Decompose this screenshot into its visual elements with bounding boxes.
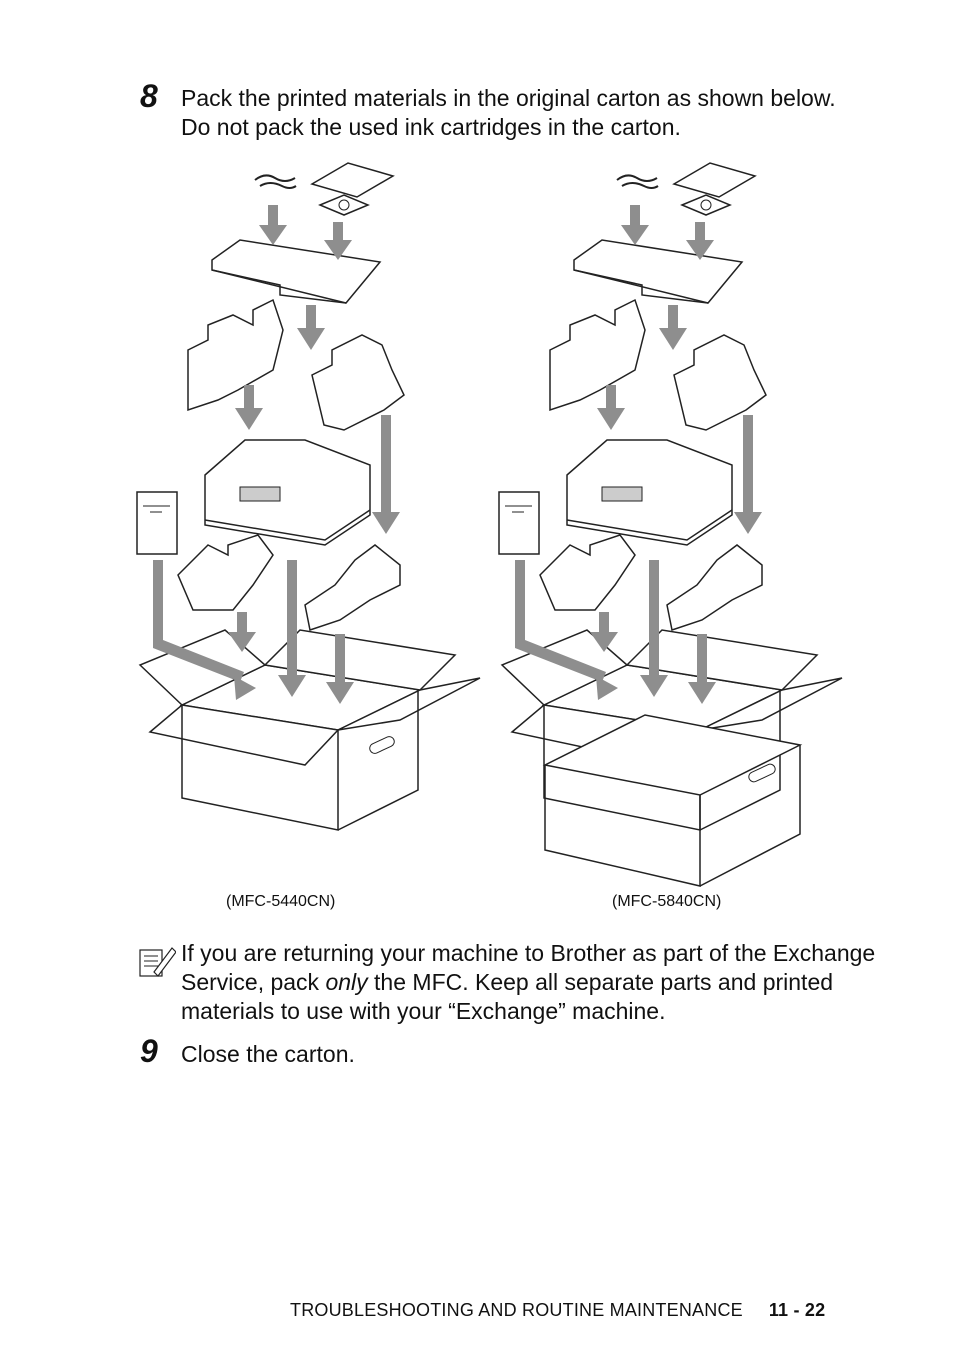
footer-page-number: 11 - 22 xyxy=(768,1300,826,1320)
exchange-service-note: If you are returning your machine to Bro… xyxy=(181,939,901,1026)
note-text-part-1: If you are returning your machine to Bro… xyxy=(181,940,876,995)
step-8-line-2: Do not pack the used ink cartridges in t… xyxy=(181,114,681,140)
caption-mfc-5440cn: (MFC-5440CN) xyxy=(226,893,336,910)
note-text-part-2: the MFC. Keep all separate parts and pri… xyxy=(181,969,834,1024)
step-8-number: 8 xyxy=(140,78,158,114)
mfc-5440cn-diagram xyxy=(136,162,481,831)
footer-section-title: TROUBLESHOOTING AND ROUTINE MAINTENANCE xyxy=(290,1300,743,1320)
note-emphasis: only xyxy=(325,969,368,995)
step-8-line-1: Pack the printed materials in the origin… xyxy=(181,85,836,111)
note-pencil-icon xyxy=(139,947,176,977)
step-9-number: 9 xyxy=(140,1033,158,1069)
step-9-text: Close the carton. xyxy=(181,1041,355,1067)
caption-mfc-5840cn: (MFC-5840CN) xyxy=(612,893,722,910)
page-footer: TROUBLESHOOTING AND ROUTINE MAINTENANCE 1… xyxy=(290,1300,825,1321)
packing-illustration xyxy=(136,162,843,887)
mfc-5840cn-diagram xyxy=(498,162,843,887)
